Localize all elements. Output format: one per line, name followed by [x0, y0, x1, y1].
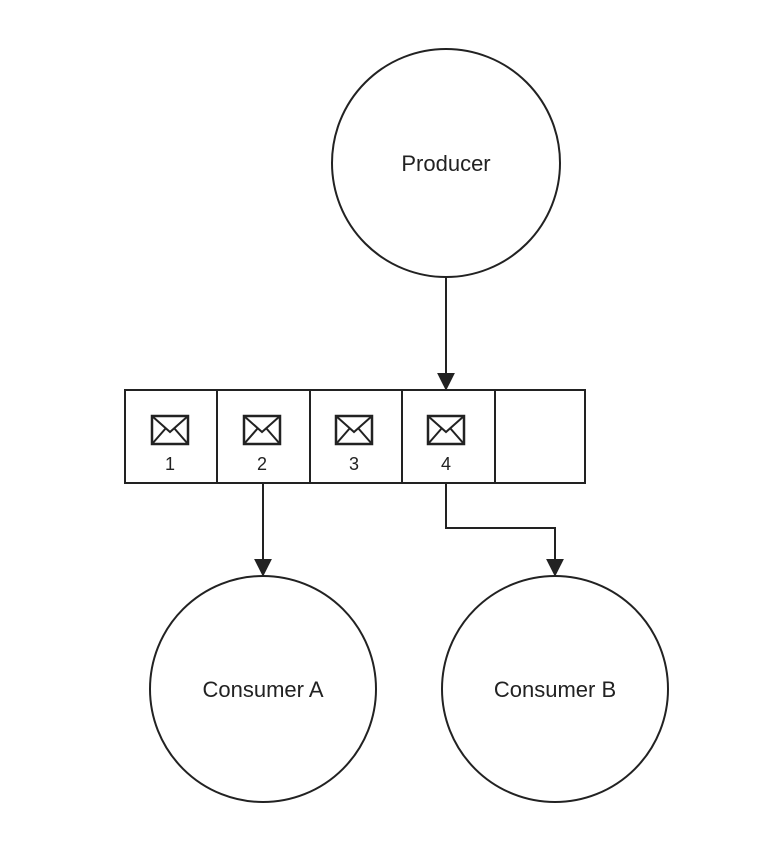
- queue-slot-label: 1: [165, 454, 175, 474]
- queue-slot-label: 4: [441, 454, 451, 474]
- envelope-icon: [242, 414, 282, 446]
- queue-outline: [124, 389, 586, 484]
- envelope-icon: [426, 414, 466, 446]
- consumer-a-circle: [149, 575, 377, 803]
- queue-to-consumer-b-arrow: [445, 483, 564, 577]
- consumer-a-label: Consumer A: [202, 677, 323, 702]
- consumer-b-label: Consumer B: [494, 677, 616, 702]
- consumer-b-circle: [441, 575, 669, 803]
- message-queue: 1 2 3: [124, 389, 586, 484]
- producer-node: Producer: [331, 48, 561, 278]
- queue-slot-label: 3: [349, 454, 359, 474]
- consumer-a-node: Consumer A: [149, 575, 377, 803]
- queue-slot-1: 1: [150, 414, 190, 474]
- envelope-icon: [334, 414, 374, 446]
- envelope-icon: [150, 414, 190, 446]
- queue-slot-3: 3: [334, 414, 374, 474]
- producer-label: Producer: [401, 151, 490, 176]
- consumer-b-node: Consumer B: [441, 575, 669, 803]
- queue-slot-2: 2: [242, 414, 282, 474]
- queue-slot-label: 2: [257, 454, 267, 474]
- queue-slot-4: 4: [426, 414, 466, 474]
